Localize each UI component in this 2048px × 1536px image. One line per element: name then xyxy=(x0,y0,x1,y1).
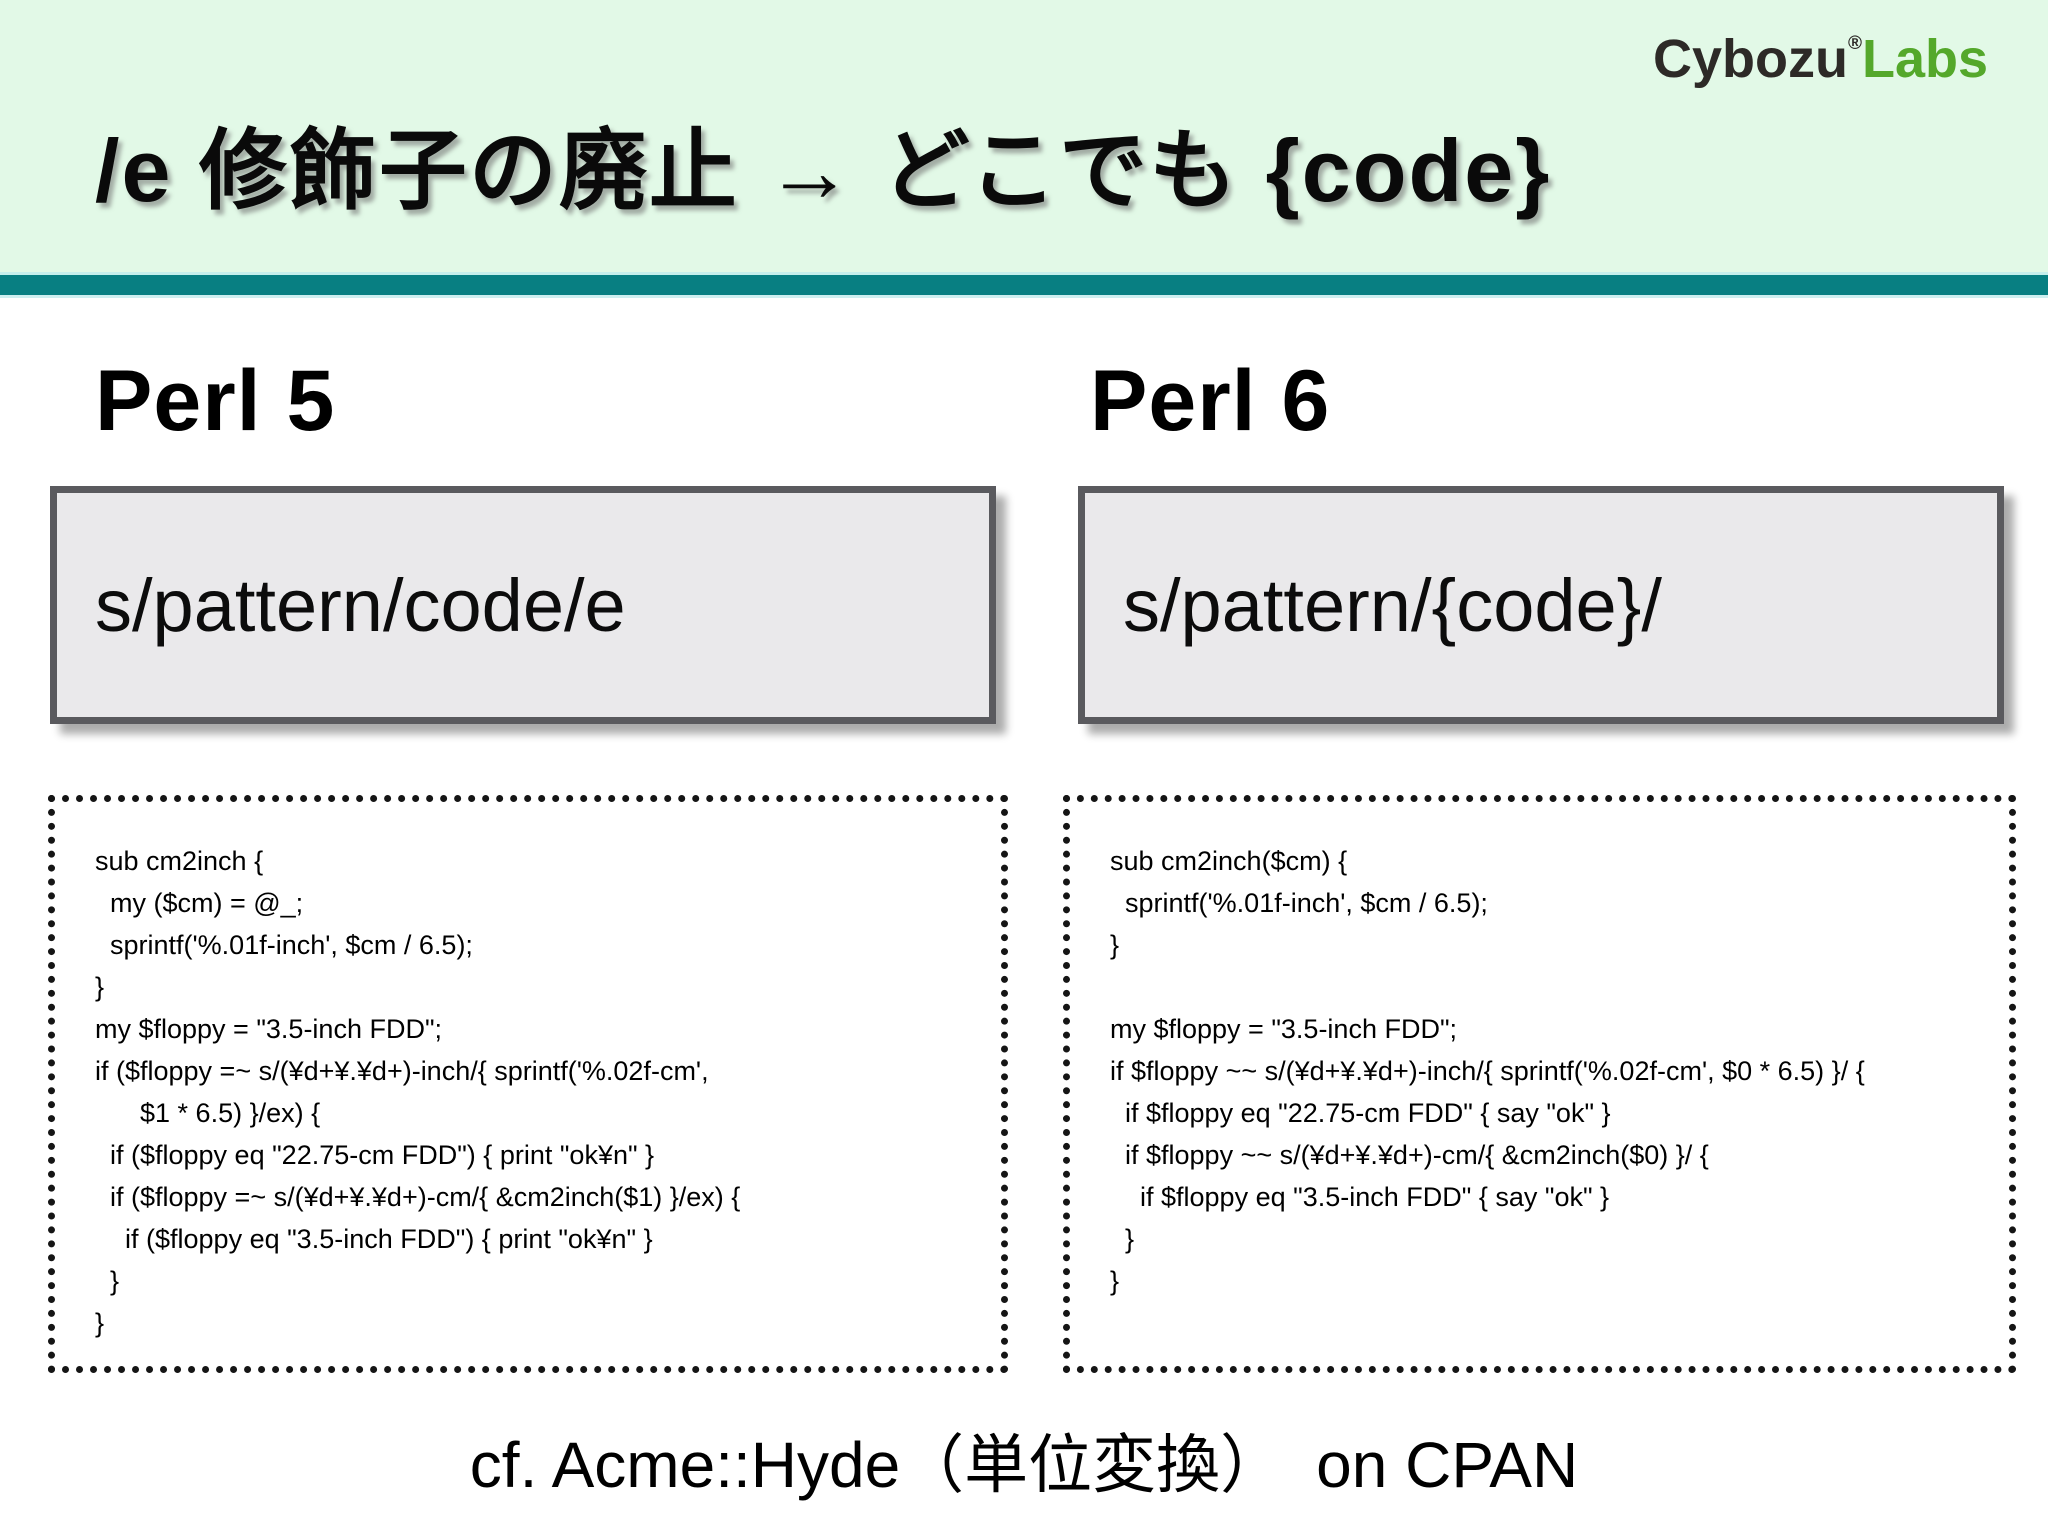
perl5-heading: Perl 5 xyxy=(95,353,336,449)
perl6-pattern-box: s/pattern/{code}/ xyxy=(1078,486,2004,724)
perl6-code-sample: sub cm2inch($cm) { sprintf('%.01f-inch',… xyxy=(1110,846,1865,1296)
perl6-pattern-text: s/pattern/{code}/ xyxy=(1123,563,1662,647)
slide-title: /e 修飾子の廃止 → どこでも {code} xyxy=(95,121,1552,220)
perl5-code-box: sub cm2inch { my ($cm) = @_; sprintf('%.… xyxy=(48,795,1008,1373)
perl6-heading: Perl 6 xyxy=(1090,353,1331,449)
perl5-pattern-box: s/pattern/code/e xyxy=(50,486,996,724)
perl6-code-box: sub cm2inch($cm) { sprintf('%.01f-inch',… xyxy=(1063,795,2016,1373)
header-band: Cybozu®Labs /e 修飾子の廃止 → どこでも {code} xyxy=(0,0,2048,272)
footer-note: cf. Acme::Hyde（単位変換） on CPAN xyxy=(469,1429,1579,1501)
teal-divider xyxy=(0,272,2048,298)
perl5-code-sample: sub cm2inch { my ($cm) = @_; sprintf('%.… xyxy=(95,846,741,1338)
logo-labs-text: Labs xyxy=(1861,29,1988,89)
registered-trademark-icon: ® xyxy=(1847,33,1862,54)
cybozu-labs-logo: Cybozu®Labs xyxy=(1653,28,1988,90)
perl5-pattern-text: s/pattern/code/e xyxy=(95,563,626,647)
logo-brand-text: Cybozu xyxy=(1652,29,1848,89)
